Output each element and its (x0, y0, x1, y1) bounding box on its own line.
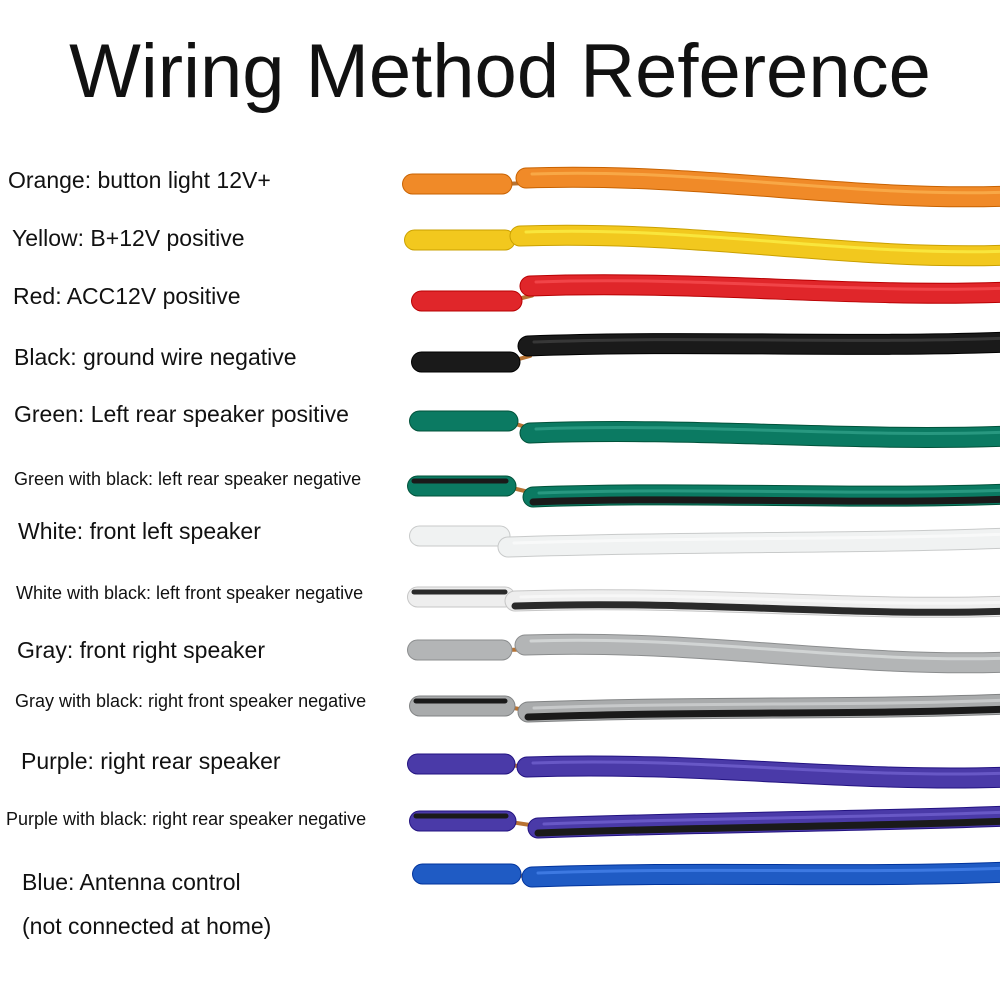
wire-highlight-gray (529, 638, 1000, 661)
wire-note-blue: (not connected at home) (22, 913, 272, 939)
wire-cable-gray-black (518, 694, 1000, 722)
wire-blue (412, 861, 1000, 888)
wire-highlight-red (534, 279, 1000, 291)
wire-cable-green (520, 422, 1000, 447)
wire-label-blue: Blue: Antenna control (22, 869, 241, 895)
wire-gray (407, 633, 1000, 674)
wire-highlight-black (532, 336, 1000, 344)
wire-cable-stripe-gray-black (524, 705, 1000, 721)
wire-label-black: Black: ground wire negative (14, 344, 297, 370)
wire-label-yellow: Yellow: B+12V positive (12, 225, 245, 251)
wire-label-green: Green: Left rear speaker positive (14, 401, 349, 427)
wire-white (409, 525, 1000, 558)
wire-cable-stripe-purple-black (534, 817, 1000, 837)
wire-highlight-gray-black (532, 698, 1000, 710)
wire-cable-red (520, 275, 1000, 303)
wire-green (409, 410, 1000, 448)
wire-label-orange: Orange: button light 12V+ (8, 167, 271, 193)
wire-highlight-white (512, 532, 1000, 545)
wire-label-white-black: White with black: left front speaker neg… (16, 583, 364, 603)
wire-highlight-yellow (524, 229, 1000, 254)
wire-label-green-black: Green with black: left rear speaker nega… (14, 469, 362, 489)
wire-cable-white (498, 528, 1000, 557)
wire-green-black (407, 475, 1000, 508)
wire-highlight-green-black (537, 488, 1000, 495)
wire-cable-blue (522, 862, 1000, 887)
wire-highlight-orange (530, 171, 1000, 195)
wire-label-white: White: front left speaker (18, 518, 261, 544)
wire-cable-stripe-green-black (529, 495, 1000, 506)
wire-orange (402, 166, 1000, 208)
wire-highlight-white-black (519, 594, 1000, 605)
wire-cable-green-black (523, 484, 1000, 507)
wire-purple (407, 753, 1000, 789)
wire-cable-purple-black (528, 806, 1000, 838)
wire-cable-gray (515, 634, 1000, 673)
wire-label-purple-black: Purple with black: right rear speaker ne… (6, 809, 367, 829)
wire-label-gray-black: Gray with black: right front speaker neg… (15, 691, 367, 711)
wire-yellow (404, 224, 1000, 267)
wire-cable-purple (517, 756, 1000, 788)
wire-label-purple: Purple: right rear speaker (21, 748, 281, 774)
wire-black (411, 331, 1000, 373)
wire-cable-white-black (505, 590, 1000, 617)
wire-cable-orange (516, 167, 1000, 207)
wire-highlight-purple (531, 760, 1000, 776)
wire-label-gray: Gray: front right speaker (17, 637, 265, 663)
wire-cable-yellow (510, 225, 1000, 266)
page-title: Wiring Method Reference (69, 29, 931, 114)
wire-cable-black (518, 332, 1000, 356)
wire-highlight-green (534, 426, 1000, 435)
wire-highlight-blue (536, 866, 1000, 875)
wire-red (411, 274, 1000, 312)
wire-cable-stripe-white-black (511, 601, 1000, 616)
wire-label-red: Red: ACC12V positive (13, 283, 241, 309)
wire-gray-black (409, 693, 1000, 723)
wire-white-black (407, 586, 1000, 618)
wire-highlight-purple-black (542, 810, 1000, 826)
wire-purple-black (409, 805, 1000, 839)
